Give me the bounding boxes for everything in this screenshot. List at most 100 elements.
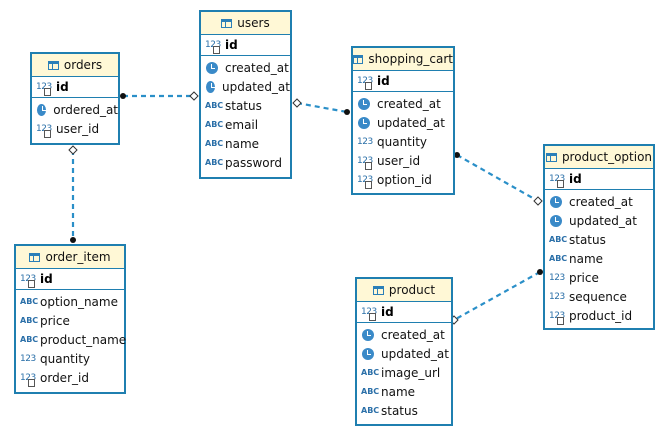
- column-row[interactable]: ordered_at: [32, 100, 118, 119]
- column-name: status: [569, 232, 606, 247]
- clock-icon: [362, 347, 374, 360]
- primary-key-name: id: [377, 74, 390, 88]
- entity-header[interactable]: orders: [32, 54, 118, 77]
- abc-icon: ABC: [549, 254, 568, 263]
- entity-header[interactable]: shopping_cart: [353, 48, 453, 71]
- clock-icon: [358, 97, 370, 110]
- column-name: updated_at: [381, 346, 449, 361]
- column-name: price: [569, 270, 599, 285]
- abc-icon: ABC: [20, 297, 39, 306]
- column-row[interactable]: updated_at: [545, 211, 653, 230]
- abc-icon: ABC: [205, 139, 224, 148]
- clock-icon: [550, 214, 562, 227]
- entity-title: orders: [63, 58, 103, 72]
- foreign-key-icon: [28, 280, 35, 288]
- fk-number-icon: 123: [36, 124, 52, 138]
- one-end-marker: [537, 269, 543, 275]
- fk-number-icon: 123: [357, 156, 373, 170]
- number-icon: 123: [549, 291, 565, 302]
- clock-icon: [358, 116, 370, 129]
- entity-title: shopping_cart: [368, 52, 453, 66]
- column-name: created_at: [381, 327, 445, 342]
- entity-header[interactable]: product_option: [545, 146, 653, 169]
- link-users-shopping-cart[interactable]: [296, 101, 348, 114]
- column-name: image_url: [381, 365, 441, 380]
- one-end-marker: [454, 152, 460, 158]
- column-row[interactable]: updated_at: [353, 113, 453, 132]
- foreign-key-icon: [44, 129, 51, 138]
- foreign-key-icon: [44, 88, 51, 96]
- foreign-key-icon: [557, 180, 564, 188]
- column-row[interactable]: created_at: [201, 58, 290, 77]
- entity-title: users: [237, 16, 270, 30]
- column-row[interactable]: created_at: [545, 192, 653, 211]
- one-end-marker: [344, 109, 350, 115]
- entity-header[interactable]: order_item: [16, 246, 124, 269]
- number-icon: 123: [20, 353, 36, 364]
- table-icon: [29, 252, 41, 262]
- clock-icon: [206, 61, 218, 74]
- column-name: ordered_at: [53, 102, 118, 117]
- abc-icon: ABC: [20, 316, 39, 325]
- table-icon: [353, 54, 364, 64]
- column-name: product_id: [569, 308, 633, 323]
- column-row[interactable]: created_at: [353, 94, 453, 113]
- abc-icon: ABC: [20, 335, 39, 344]
- link-shopping-cart-product-option[interactable]: [456, 154, 539, 202]
- foreign-key-icon: [213, 46, 220, 54]
- column-name: updated_at: [569, 213, 637, 228]
- column-name: email: [225, 117, 259, 132]
- table-icon: [545, 152, 557, 162]
- clock-icon: [206, 80, 216, 93]
- column-name: created_at: [377, 96, 441, 111]
- abc-icon: ABC: [205, 158, 224, 167]
- column-name: updated_at: [377, 115, 445, 130]
- entity-header[interactable]: product: [357, 279, 451, 302]
- abc-icon: ABC: [361, 406, 380, 415]
- column-name: name: [381, 384, 416, 399]
- link-product-option-product[interactable]: [453, 271, 541, 321]
- column-name: created_at: [569, 194, 633, 209]
- foreign-key-icon: [28, 378, 35, 387]
- entity-header[interactable]: users: [201, 12, 290, 35]
- column-row[interactable]: created_at: [357, 325, 451, 344]
- column-name: name: [569, 251, 604, 266]
- column-row[interactable]: updated_at: [357, 344, 451, 363]
- column-row[interactable]: updated_at: [201, 77, 290, 96]
- column-name: status: [225, 98, 262, 113]
- fk-number-icon: 123: [20, 373, 36, 387]
